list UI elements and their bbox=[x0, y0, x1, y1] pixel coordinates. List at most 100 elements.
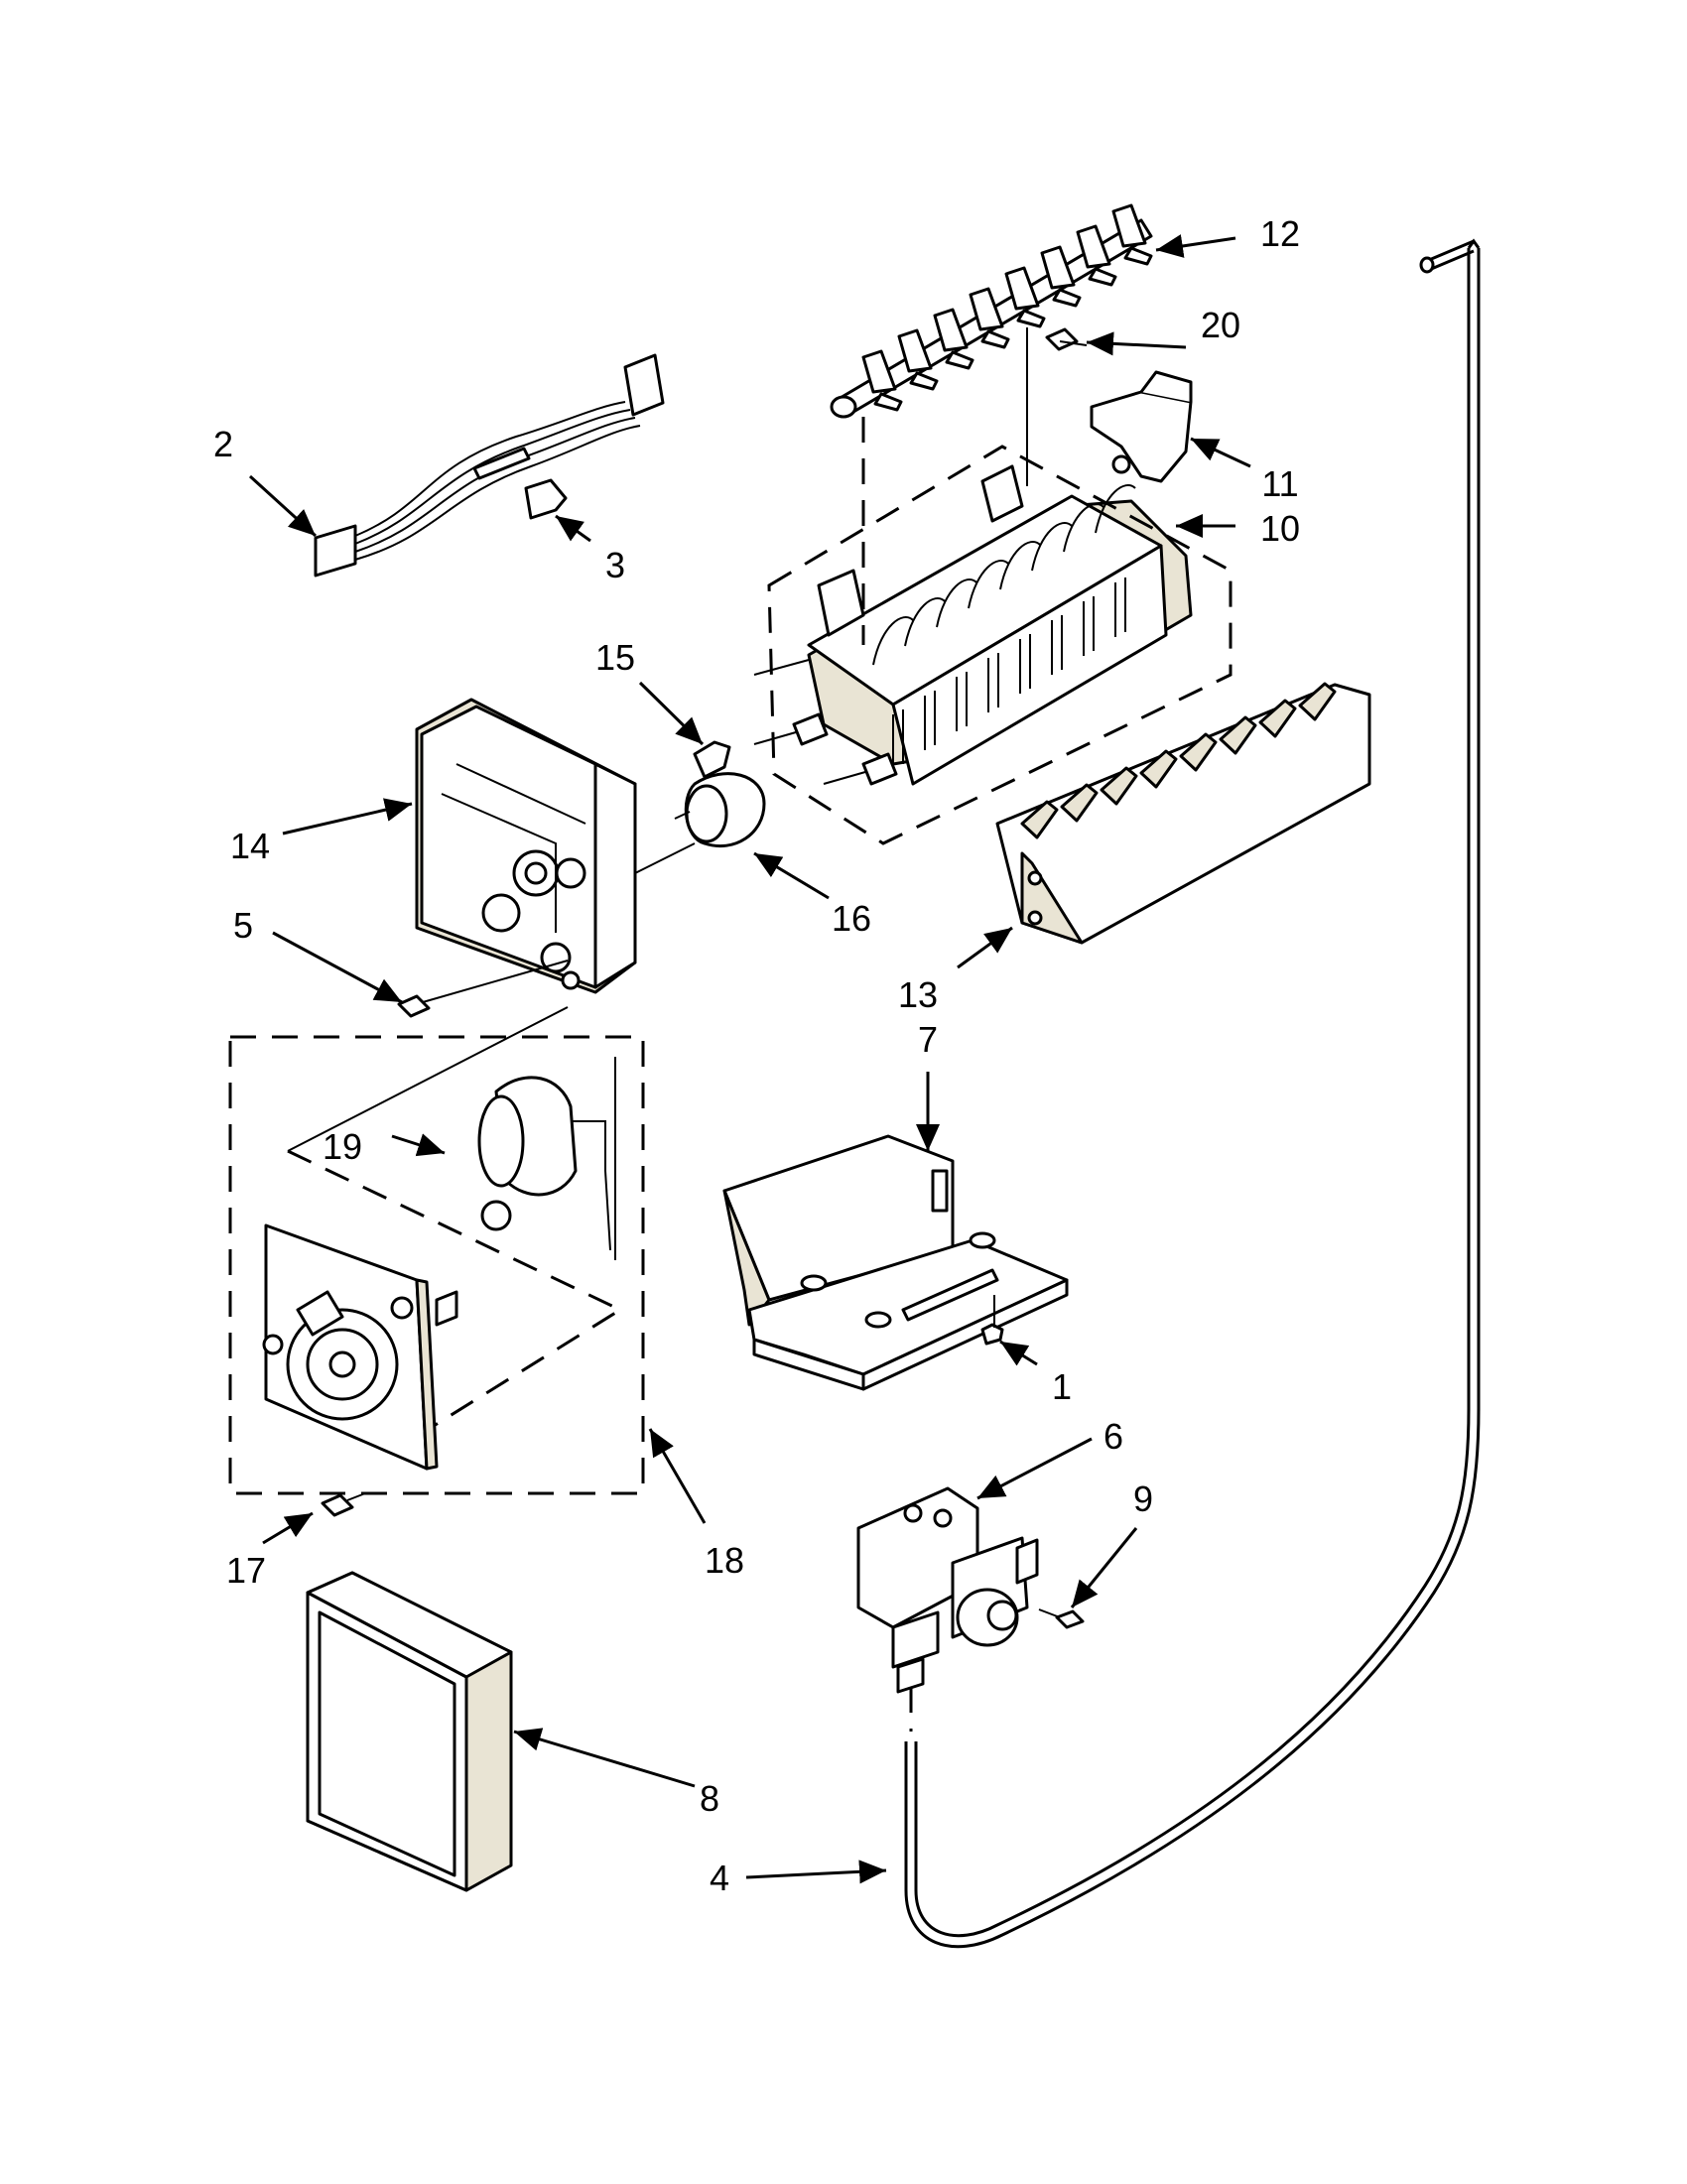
drawing-detail bbox=[933, 308, 969, 352]
drawing-detail bbox=[1219, 715, 1257, 755]
leader-17 bbox=[262, 1511, 314, 1545]
leader-3 bbox=[555, 514, 591, 543]
clip-part-15 bbox=[693, 740, 731, 779]
drawing-detail bbox=[1076, 224, 1111, 269]
callout-6: 6 bbox=[1103, 1416, 1123, 1457]
screw-part-17 bbox=[321, 1492, 366, 1517]
leader-19 bbox=[391, 1133, 446, 1157]
bracket-part-11 bbox=[1090, 370, 1193, 483]
drawing-detail bbox=[1083, 596, 1095, 656]
leader-11 bbox=[1190, 437, 1251, 468]
callout-leaders bbox=[248, 234, 1251, 1884]
leader-1 bbox=[999, 1340, 1038, 1366]
mold-assembly-dashed-box bbox=[767, 445, 1233, 845]
drawing-detail bbox=[1258, 699, 1297, 738]
drawing-detail bbox=[897, 328, 933, 373]
callout-2: 2 bbox=[213, 424, 233, 464]
drawing-detail bbox=[1139, 749, 1178, 789]
callout-7: 7 bbox=[918, 1019, 938, 1060]
callout-15: 15 bbox=[595, 637, 635, 678]
module-guide-line bbox=[287, 1006, 569, 1152]
leader-12 bbox=[1155, 234, 1236, 258]
drawing-detail bbox=[1051, 615, 1063, 675]
drawing-detail bbox=[892, 709, 904, 769]
callout-16: 16 bbox=[832, 898, 871, 939]
filter-block-part-8 bbox=[306, 1571, 513, 1892]
leader-9 bbox=[1070, 1527, 1138, 1608]
motor-module-dashed-box bbox=[228, 1035, 645, 1495]
screw-part-5 bbox=[397, 960, 569, 1018]
module-assembly-dash bbox=[287, 1149, 624, 1451]
drawing-detail bbox=[987, 653, 999, 712]
callout-14: 14 bbox=[230, 826, 270, 866]
housing-part-14 bbox=[415, 698, 637, 994]
ice-stripper-part-13 bbox=[995, 682, 1371, 945]
drawing-detail bbox=[861, 349, 897, 394]
callout-5: 5 bbox=[233, 905, 253, 946]
drawing-detail bbox=[873, 392, 903, 412]
drawing-detail bbox=[909, 371, 939, 391]
drawing-detail bbox=[1040, 245, 1076, 290]
callout-1: 1 bbox=[1052, 1366, 1072, 1407]
drawing-detail bbox=[969, 287, 1004, 331]
leader-14 bbox=[282, 798, 413, 835]
callout-12: 12 bbox=[1260, 213, 1300, 254]
screw-part-1 bbox=[980, 1295, 1004, 1346]
callout-20: 20 bbox=[1201, 305, 1240, 345]
drawing-detail bbox=[968, 560, 1009, 609]
callout-19: 19 bbox=[323, 1126, 362, 1167]
drawing-detail bbox=[1052, 288, 1082, 308]
drawing-detail bbox=[936, 578, 977, 628]
callout-9: 9 bbox=[1133, 1478, 1153, 1519]
screw-part-9 bbox=[1038, 1608, 1085, 1629]
leader-13 bbox=[957, 926, 1013, 969]
screw-part-20 bbox=[1045, 327, 1088, 351]
drawing-detail bbox=[1020, 800, 1059, 839]
callout-numbers: 1 2 3 4 5 6 7 8 9 10 11 12 13 14 15 16 1… bbox=[213, 213, 1300, 1898]
callout-4: 4 bbox=[710, 1858, 729, 1898]
drawing-detail bbox=[999, 541, 1041, 590]
drawing-detail bbox=[1060, 783, 1099, 823]
leader-16 bbox=[753, 851, 830, 900]
callout-17: 17 bbox=[226, 1550, 266, 1591]
fill-tube-part-4 bbox=[904, 238, 1481, 1949]
drawing-detail bbox=[1179, 732, 1218, 772]
leader-20 bbox=[1086, 331, 1187, 356]
ice-mold-part-10 bbox=[753, 464, 1193, 786]
drawing-detail bbox=[1088, 267, 1117, 287]
drawing-detail bbox=[1100, 766, 1138, 806]
leader-5 bbox=[272, 931, 403, 1004]
drawing-detail bbox=[1016, 309, 1046, 328]
leader-2 bbox=[248, 474, 318, 538]
ejector-shaft-part bbox=[830, 203, 1153, 419]
cover-part-7 bbox=[722, 1134, 1069, 1391]
clip-part-3 bbox=[524, 478, 568, 520]
drawing-detail bbox=[1004, 266, 1040, 311]
callout-13: 13 bbox=[898, 974, 938, 1015]
callout-10: 10 bbox=[1260, 508, 1300, 549]
leader-6 bbox=[976, 1437, 1093, 1500]
drawing-detail bbox=[956, 672, 968, 731]
drawing-detail bbox=[980, 329, 1010, 349]
drawing-detail bbox=[1111, 203, 1147, 248]
drawing-detail bbox=[924, 691, 936, 750]
leader-18 bbox=[648, 1428, 707, 1524]
callout-11: 11 bbox=[1261, 463, 1298, 504]
wire-harness-part-2 bbox=[314, 353, 665, 578]
drawing-detail bbox=[1114, 578, 1126, 637]
leader-8 bbox=[513, 1728, 696, 1788]
motor-part-19 bbox=[477, 1057, 616, 1260]
water-valve-part-6 bbox=[856, 1486, 1039, 1694]
callout-8: 8 bbox=[700, 1778, 719, 1819]
drawing-detail bbox=[1095, 484, 1136, 534]
drawing-detail bbox=[1298, 682, 1337, 721]
drawing-detail bbox=[1123, 246, 1153, 266]
drawing-detail bbox=[872, 616, 914, 666]
leader-4 bbox=[745, 1860, 887, 1884]
leader-15 bbox=[638, 681, 705, 746]
drawing-detail bbox=[1019, 634, 1031, 694]
drawing-detail bbox=[1031, 522, 1073, 572]
callout-3: 3 bbox=[605, 545, 625, 585]
drawing-detail bbox=[1063, 503, 1104, 553]
